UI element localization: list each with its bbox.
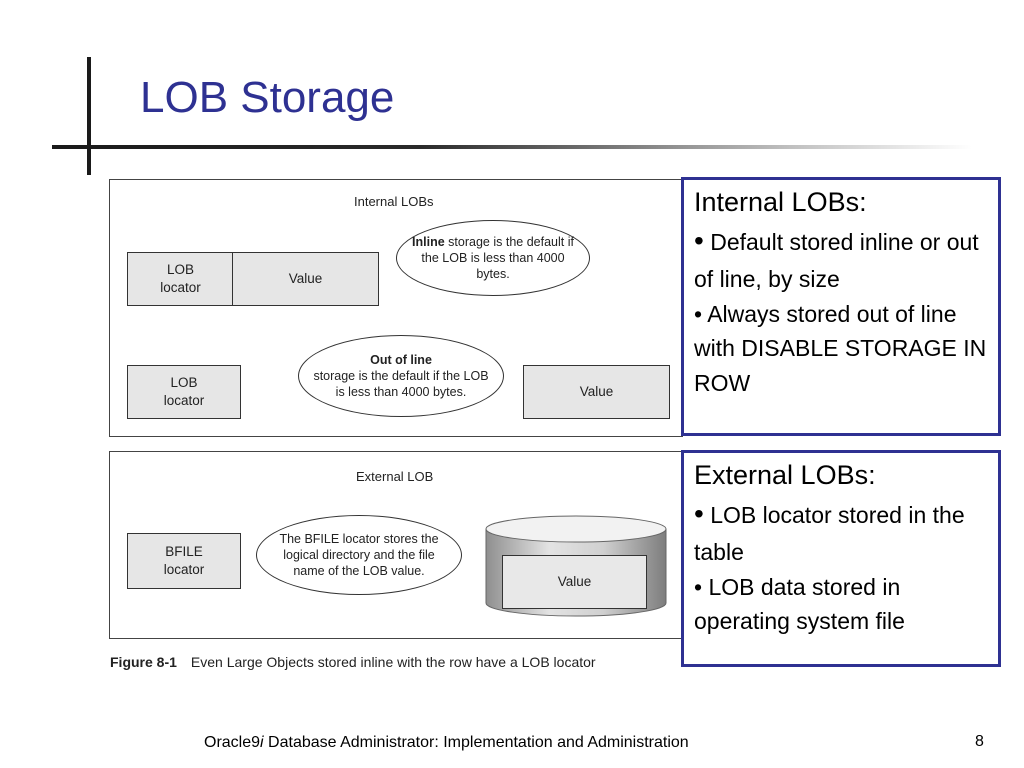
external-lobs-heading: External LOBs: (694, 460, 876, 490)
figure-caption-label: Figure 8-1 (110, 654, 177, 670)
lob-locator-box-outofline: LOB locator (127, 365, 241, 419)
external-lobs-panel: External LOBs: • LOB locator stored in t… (681, 450, 1001, 667)
figure-caption: Figure 8-1 Even Large Objects stored inli… (110, 654, 596, 670)
bfile-locator-box: BFILE locator (127, 533, 241, 589)
inline-callout-bubble: Inline storage is the default if the LOB… (396, 220, 590, 296)
value-box-outofline: Value (523, 365, 670, 419)
outofline-callout-rest: storage is the default if the LOB is les… (313, 368, 489, 400)
lob-locator-box-inline: LOB locator (127, 252, 234, 306)
external-value-box: Value (502, 555, 647, 609)
value-box-inline: Value (232, 252, 379, 306)
decorative-horizontal-rule (52, 145, 972, 149)
figure-caption-text: Even Large Objects stored inline with th… (190, 654, 596, 670)
inline-callout-text: Inline storage is the default if the LOB… (411, 234, 575, 283)
internal-lobs-panel: Internal LOBs: • Default stored inline o… (681, 177, 1001, 436)
internal-lobs-heading: Internal LOBs: (694, 187, 867, 217)
slide-footer: Oracle9i Database Administrator: Impleme… (204, 734, 689, 751)
external-lob-figure-title: External LOB (356, 469, 434, 484)
decorative-vertical-rule (87, 57, 91, 175)
external-lobs-bullet-2: • LOB data stored in operating system fi… (694, 573, 905, 635)
outofline-callout-bold: Out of line (370, 352, 432, 367)
page-number: 8 (975, 733, 984, 750)
bfile-callout-bubble: The BFILE locator stores the logical dir… (256, 515, 462, 595)
internal-lobs-bullet-2: • Always stored out of line with DISABLE… (694, 300, 987, 396)
external-lobs-bullet-1: • LOB locator stored in the table (694, 498, 965, 566)
inline-callout-bold: Inline (412, 234, 445, 249)
internal-lobs-figure-title: Internal LOBs (354, 194, 434, 209)
internal-lobs-bullet-1: • Default stored inline or out of line, … (694, 225, 979, 293)
slide-title: LOB Storage (140, 73, 395, 122)
inline-callout-rest: storage is the default if the LOB is les… (421, 234, 574, 282)
internal-lobs-figure: Internal LOBs LOB locator Value Inline s… (109, 179, 683, 437)
